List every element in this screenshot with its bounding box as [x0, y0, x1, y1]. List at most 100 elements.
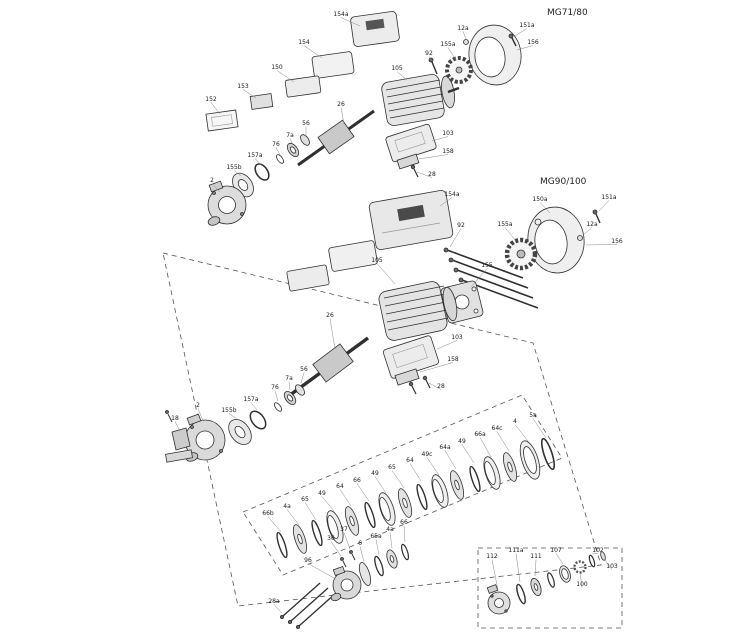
part-shape	[388, 100, 444, 112]
callout-leader	[496, 431, 510, 452]
part-shape	[287, 620, 292, 625]
callout-leader	[514, 28, 528, 37]
part-shape	[165, 449, 193, 463]
callout-leader	[391, 470, 405, 489]
callout-leader	[211, 183, 221, 193]
callout-leader	[416, 171, 433, 178]
part-callout-96: 96	[304, 557, 312, 564]
part-shape	[410, 164, 416, 170]
callout-leader	[403, 525, 406, 543]
part-shape	[279, 615, 284, 620]
part-shape	[340, 578, 354, 592]
callout-leader	[461, 444, 475, 464]
part-shape	[254, 163, 270, 181]
part-shape	[533, 583, 539, 591]
part-callout-4: 4	[513, 418, 517, 425]
part-callout-155: 155	[481, 262, 493, 269]
part-shape	[595, 213, 601, 224]
part-callout-100: 100	[576, 581, 588, 588]
part-shape	[561, 568, 569, 580]
mg71-stator	[381, 74, 445, 126]
part-shape	[456, 269, 534, 299]
part-callout-157a: 157a	[243, 396, 258, 403]
part-shape	[454, 479, 460, 491]
part-callout-151a: 151a	[519, 22, 534, 29]
part-callout-92: 92	[425, 50, 433, 57]
part-shape	[207, 216, 221, 226]
part-callout-92: 92	[457, 222, 465, 229]
part-callout-155a: 155a	[440, 41, 455, 48]
part-shape	[165, 410, 169, 414]
part-shape	[218, 196, 236, 214]
part-shape	[234, 425, 246, 439]
part-shape	[463, 39, 469, 45]
part-shape	[396, 153, 420, 170]
callout-leader	[582, 227, 593, 236]
part-shape	[186, 413, 202, 426]
part-shape	[534, 219, 568, 265]
part-shape	[394, 368, 420, 386]
part-shape	[387, 317, 449, 331]
part-callout-155b: 155b	[221, 407, 236, 414]
callout-leader	[374, 476, 387, 494]
callout-leader	[470, 268, 488, 288]
part-callout-103: 103	[606, 563, 618, 570]
callout-leader	[444, 450, 457, 470]
callout-leader	[598, 200, 610, 212]
part-shape	[212, 191, 216, 195]
section-label-mg90-100: MG90/100	[540, 177, 587, 187]
part-shape	[394, 131, 426, 153]
callout-leader	[591, 553, 599, 555]
callout-leader	[462, 31, 467, 40]
callout-leader	[233, 170, 242, 177]
part-shape	[384, 293, 446, 307]
part-shape	[448, 257, 454, 263]
mg90-display	[397, 204, 425, 222]
part-shape	[422, 375, 428, 381]
part-callout-66: 66	[400, 519, 408, 526]
part-shape	[453, 267, 459, 273]
part-shape	[358, 562, 372, 586]
part-callout-49: 49	[371, 470, 379, 477]
mg90-rotor	[312, 343, 354, 383]
part-shape	[286, 394, 294, 402]
mg90-cover	[286, 264, 330, 292]
callout-leader	[340, 107, 345, 125]
part-callout-4a: 4a	[283, 503, 291, 510]
part-callout-150a: 150a	[532, 196, 547, 203]
part-callout-111a: 111a	[508, 547, 523, 554]
part-shape	[507, 461, 513, 473]
callout-leader	[396, 71, 408, 81]
part-callout-151a: 151a	[601, 194, 616, 201]
callout-leader	[375, 539, 380, 556]
callout-leader	[228, 413, 238, 420]
part-shape	[219, 449, 223, 453]
part-callout-154a: 154a	[333, 11, 348, 18]
callout-leader	[439, 197, 453, 207]
callout-leader	[534, 559, 537, 577]
callout-leader	[532, 418, 547, 439]
part-shape	[392, 344, 428, 368]
callout-leader	[418, 154, 449, 160]
part-shape	[273, 402, 283, 412]
part-shape	[387, 93, 443, 105]
part-shape	[386, 309, 448, 323]
part-shape	[290, 587, 329, 622]
part-shape	[511, 37, 517, 47]
part-shape	[411, 385, 417, 395]
callout-leader	[343, 532, 351, 550]
part-shape	[276, 531, 288, 559]
part-callout-4a: 4a	[386, 526, 394, 533]
callout-leader	[479, 437, 492, 458]
part-shape	[195, 430, 215, 450]
callout-leader	[289, 138, 294, 146]
part-callout-76: 76	[272, 141, 280, 148]
part-shape	[381, 222, 441, 234]
part-shape	[447, 86, 460, 94]
part-shape	[349, 515, 355, 527]
mg71-cover	[284, 75, 322, 98]
callout-leader	[389, 532, 393, 549]
part-shape	[385, 301, 447, 315]
part-callout-157a: 157a	[247, 152, 262, 159]
